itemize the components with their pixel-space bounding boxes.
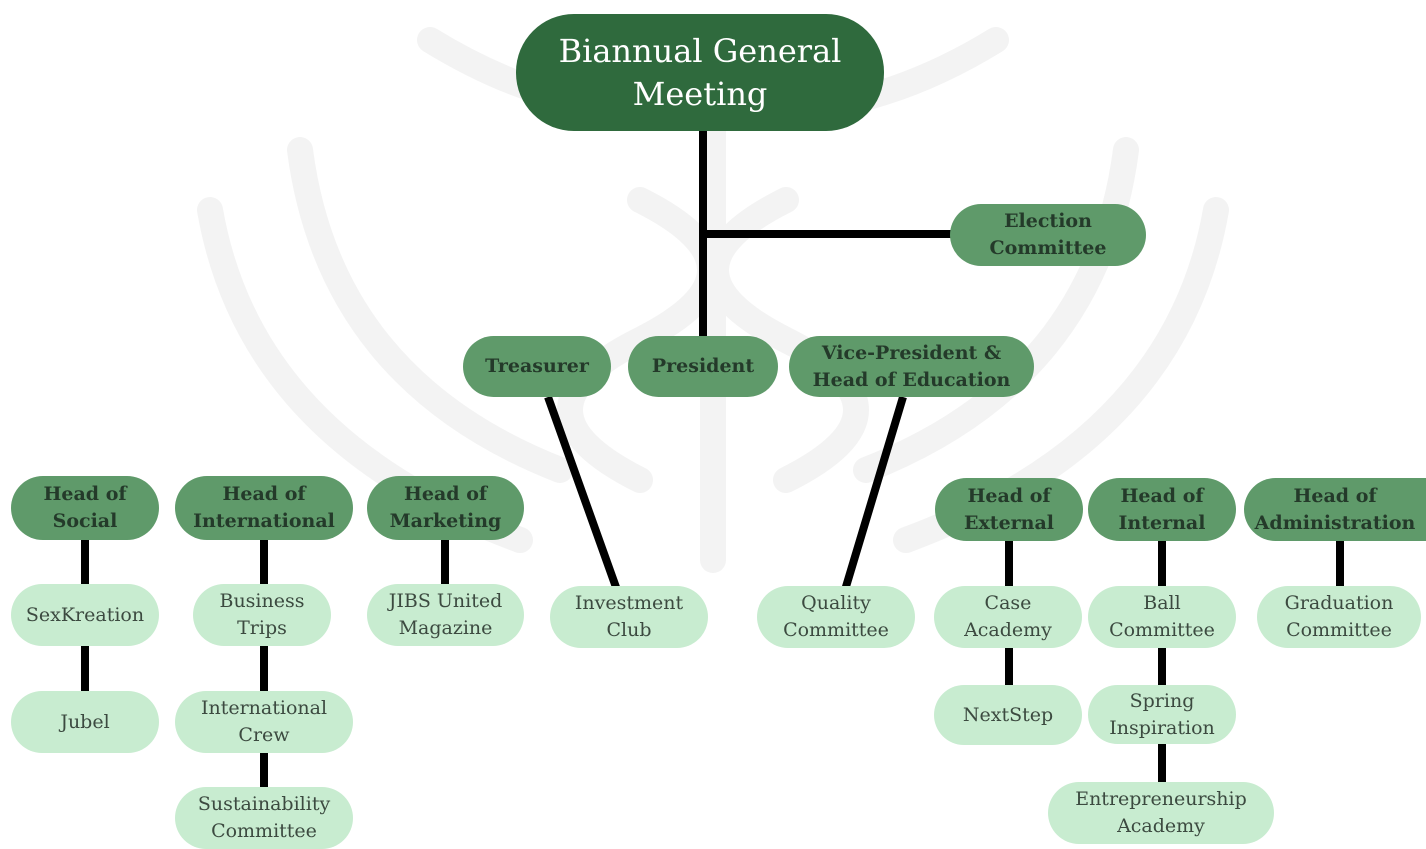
node-jubel: Jubel [11,691,159,753]
connector-vp-quality [841,395,907,592]
node-graduation-committee: Graduation Committee [1257,586,1421,648]
node-quality-committee: Quality Committee [757,586,915,648]
node-head-of-marketing: Head of Marketing [367,476,524,540]
node-head-of-international: Head of International [175,476,353,540]
node-head-of-social: Head of Social [11,476,159,540]
node-sexkreation: SexKreation [11,584,159,646]
node-treasurer: Treasurer [463,336,611,397]
node-nextstep: NextStep [934,685,1082,745]
node-head-of-administration: Head of Administration [1244,478,1426,541]
node-jibs-united-magazine: JIBS United Magazine [367,584,524,646]
node-entrepreneurship-academy: Entrepreneurship Academy [1048,782,1274,844]
node-ball-committee: Ball Committee [1088,586,1236,648]
node-vice-president: Vice-President & Head of Education [789,336,1034,397]
node-election-committee: Election Committee [950,204,1146,266]
node-spring-inspiration: Spring Inspiration [1088,685,1236,744]
node-head-of-internal: Head of Internal [1088,478,1236,541]
node-head-of-external: Head of External [935,478,1083,541]
node-investment-club: Investment Club [550,586,708,648]
node-sustainability-committee: Sustainability Committee [175,787,353,849]
node-president: President [628,336,778,397]
connector-treasurer-investment [544,395,621,592]
node-business-trips: Business Trips [193,584,331,646]
node-international-crew: International Crew [175,691,353,753]
node-case-academy: Case Academy [934,586,1082,648]
node-biannual-general-meeting: Biannual General Meeting [516,14,884,131]
